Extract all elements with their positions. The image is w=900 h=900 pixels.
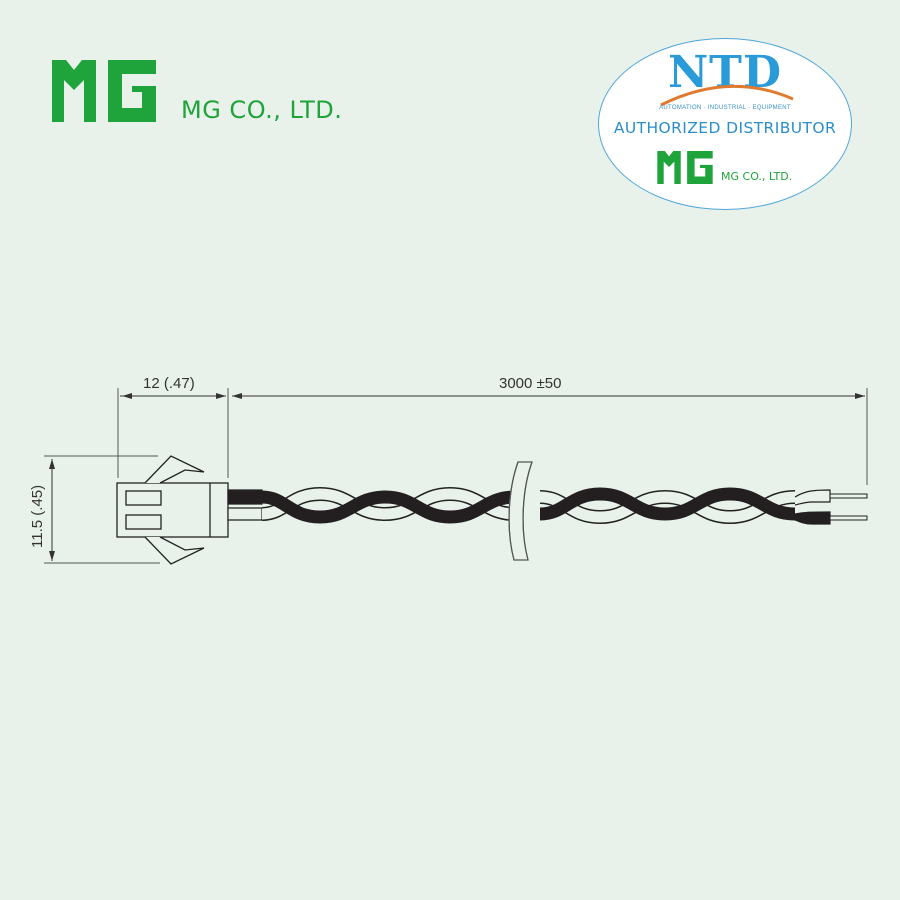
- connector-height-dimension: 11.5 (.45): [29, 484, 46, 548]
- authorized-distributor-badge: NTD AUTOMATION · INDUSTRIAL · EQUIPMENT …: [598, 38, 852, 210]
- mg-logo-icon: [52, 60, 156, 122]
- connector-length-dimension: 12 (.47): [143, 375, 195, 392]
- wire-lead: [227, 489, 263, 521]
- mg-logo-small-icon: [657, 151, 713, 184]
- authorized-distributor-title: AUTHORIZED DISTRIBUTOR: [613, 119, 837, 137]
- brand-header: MG CO., LTD.: [52, 60, 342, 122]
- extension-lines: [44, 388, 868, 564]
- ntd-swoosh-icon: [660, 84, 794, 107]
- company-name: MG CO., LTD.: [181, 96, 343, 124]
- break-symbol: [508, 461, 533, 561]
- connector-housing: [116, 455, 229, 565]
- dimension-lines: [49, 393, 865, 561]
- twisted-pair-wire: [261, 486, 868, 525]
- wire-length-dimension: 3000 ±50: [499, 375, 562, 392]
- ntd-tagline: AUTOMATION · INDUSTRIAL · EQUIPMENT: [659, 105, 791, 111]
- partner-company-name: MG CO., LTD.: [721, 170, 793, 183]
